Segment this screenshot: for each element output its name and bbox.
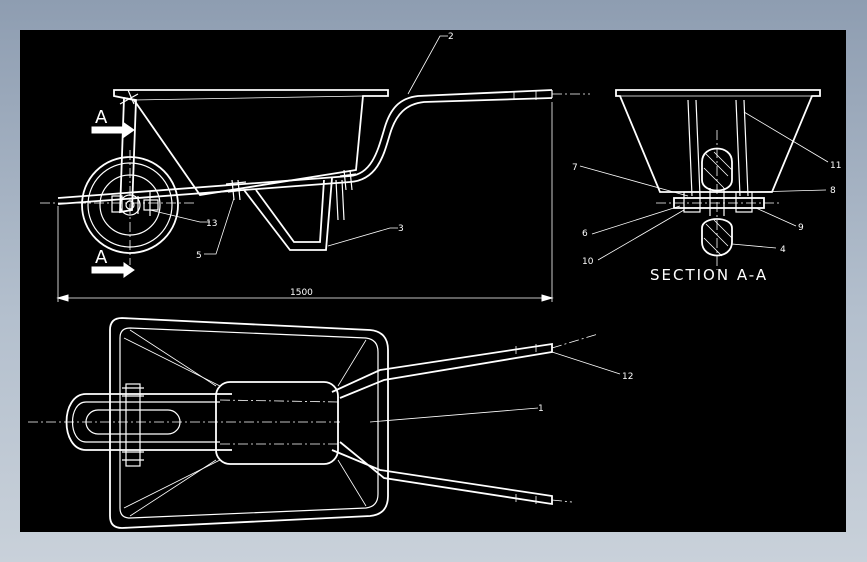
label-part-2: 2: [448, 32, 454, 42]
label-part-13: 13: [206, 219, 217, 229]
label-part-5: 5: [196, 251, 202, 261]
label-part-3: 3: [398, 224, 404, 234]
side-leg: [243, 177, 333, 251]
label-part-11: 11: [830, 161, 841, 171]
dimension-overall-length: 1500: [56, 102, 554, 302]
label-part-6: 6: [582, 229, 588, 239]
section-a-a-view: 7 11 8 6 9 10 4 SECTION A-A: [572, 89, 841, 284]
svg-text:1500: 1500: [290, 288, 313, 298]
section-marker-bottom: A: [91, 247, 135, 278]
side-handle: [57, 89, 553, 199]
label-part-12: 12: [622, 372, 633, 382]
wheelbarrow-drawing: A A 1500 2 3 13 5: [28, 32, 841, 529]
side-view: A A 1500 2 3 13 5: [40, 32, 590, 302]
svg-text:A: A: [95, 107, 108, 128]
section-title: SECTION A-A: [650, 266, 768, 284]
section-tray: [615, 89, 821, 193]
svg-text:A: A: [95, 247, 108, 268]
top-handle-upper: [331, 342, 553, 399]
label-part-9: 9: [798, 223, 804, 233]
tray-outline: [113, 89, 389, 196]
section-marker-top: A: [91, 107, 135, 138]
label-part-4: 4: [780, 245, 786, 255]
top-tray-outer: [109, 317, 389, 529]
top-handle-lower: [331, 441, 553, 506]
top-tray-basin: [215, 381, 339, 465]
label-part-1: 1: [538, 404, 544, 414]
top-view: 1 12: [28, 317, 633, 529]
label-part-7: 7: [572, 163, 578, 173]
cad-drawing-viewport[interactable]: A A 1500 2 3 13 5: [20, 30, 846, 532]
label-part-8: 8: [830, 186, 836, 196]
label-part-10: 10: [582, 257, 594, 267]
